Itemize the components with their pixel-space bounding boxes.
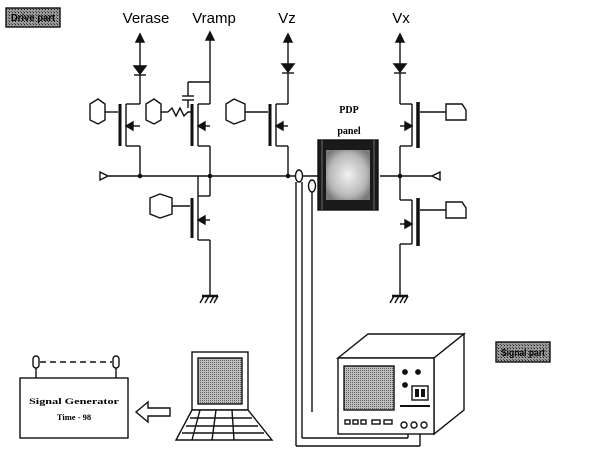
drive-part-tag (5, 7, 61, 28)
oscilloscope-icon (336, 332, 466, 436)
probe-cables (294, 169, 421, 447)
main-bus (99, 170, 441, 182)
verase-label: Verase (123, 10, 170, 27)
vramp-rail (182, 30, 216, 108)
ground-mosfet-right (399, 176, 467, 296)
drive-part-label: Drive part (11, 13, 56, 24)
signal-part-tag (495, 341, 551, 363)
vz-mosfet (225, 98, 289, 176)
signal-part-label: Signal part (501, 348, 546, 359)
verase-mosfet (89, 98, 141, 176)
signal-generator-model: Time - 98 (57, 412, 91, 422)
arrow-left-icon (134, 400, 171, 424)
pdp-panel-icon (317, 139, 379, 211)
vz-rail (280, 32, 296, 104)
ground-icon-left (199, 294, 219, 304)
pdp-label: PDP (339, 105, 358, 116)
laptop-icon (174, 351, 274, 441)
vramp-mosfet (145, 98, 211, 176)
signal-generator-title: Signal Generator (29, 396, 119, 406)
vz-label: Vz (278, 10, 296, 27)
vx-label: Vx (392, 10, 410, 27)
verase-rail (132, 32, 148, 104)
vramp-label: Vramp (192, 10, 236, 27)
ground-mosfet-left (149, 176, 211, 296)
ground-icon-right (389, 294, 409, 304)
signal-generator-box (19, 355, 129, 439)
vx-rail (392, 32, 408, 104)
panel-label: panel (337, 126, 361, 137)
vx-upper-mosfet (399, 102, 467, 176)
